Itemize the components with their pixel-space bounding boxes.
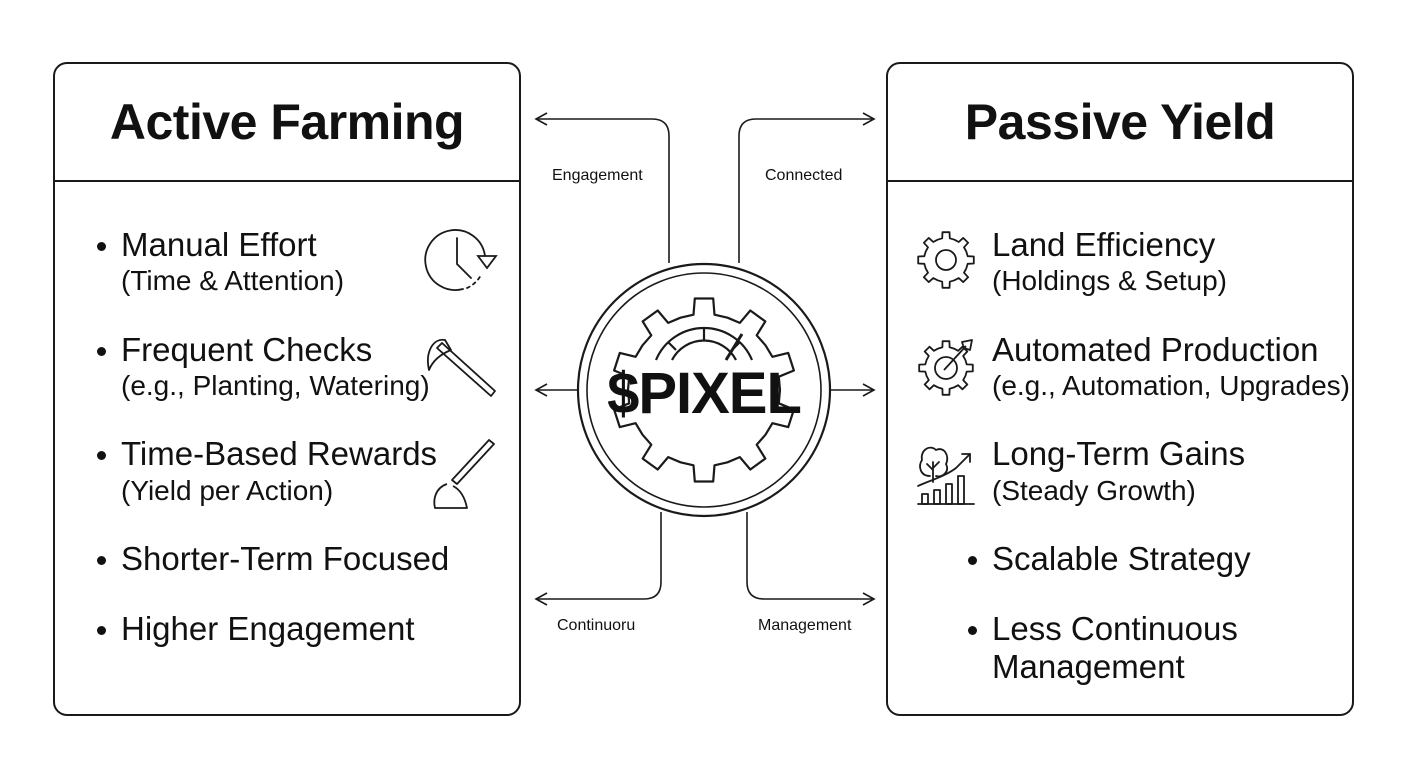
item-title: Less Continuous [992,610,1238,647]
item-title: Frequent Checks [121,331,373,368]
connector-label-connected: Connected [765,167,843,184]
center-hub [576,262,832,518]
passive-yield-panel: Passive Yield Land Efficiency (Holdings … [886,62,1354,716]
item-title: Shorter-Term Focused [121,540,450,577]
connector-label-continuous: Continuoru [557,617,636,634]
item-title: Time-Based Rewards [121,435,438,472]
connector-bottom-right [746,512,876,606]
connector-top-left [534,112,670,263]
connector-bottom-left [534,512,662,606]
item-subtitle: (Holdings & Setup) [992,265,1228,296]
item-title: Automated Production [992,331,1319,368]
pixel-token-label: $PIXEL [607,360,802,426]
hoe-icon [433,439,495,509]
axe-icon [427,339,496,397]
gear-gauge-icon [613,297,795,483]
item-title: Long-Term Gains [992,435,1246,472]
tree-growth-chart-icon [917,446,975,505]
item-subtitle: (Time & Attention) [121,265,345,296]
item-subtitle: (Yield per Action) [121,475,334,506]
bullet [97,451,106,460]
bullet [97,626,106,635]
item-title: Higher Engagement [121,610,415,647]
connector-label-engagement: Engagement [552,167,643,184]
item-subtitle: (e.g., Planting, Watering) [121,370,430,401]
gear-wrench-icon [918,339,974,396]
active-farming-panel: Active Farming Manual Effort (Time & Att… [53,62,521,716]
connector-top-right [738,112,876,263]
item-title-line2: Management [992,648,1185,685]
bullet [97,242,106,251]
bullet [968,556,977,565]
item-title: Scalable Strategy [992,540,1251,577]
connector-label-management: Management [758,617,852,634]
panel-title-active-farming: Active Farming [55,64,519,182]
clock-icon [424,229,498,291]
item-subtitle: (Steady Growth) [992,475,1196,506]
bullet [968,626,977,635]
bullet [97,347,106,356]
item-title: Manual Effort [121,226,317,263]
panel-title-passive-yield: Passive Yield [888,64,1352,182]
gear-icon [917,231,975,289]
bullet [97,556,106,565]
item-title: Land Efficiency [992,226,1216,263]
item-subtitle: (e.g., Automation, Upgrades) [992,370,1350,401]
